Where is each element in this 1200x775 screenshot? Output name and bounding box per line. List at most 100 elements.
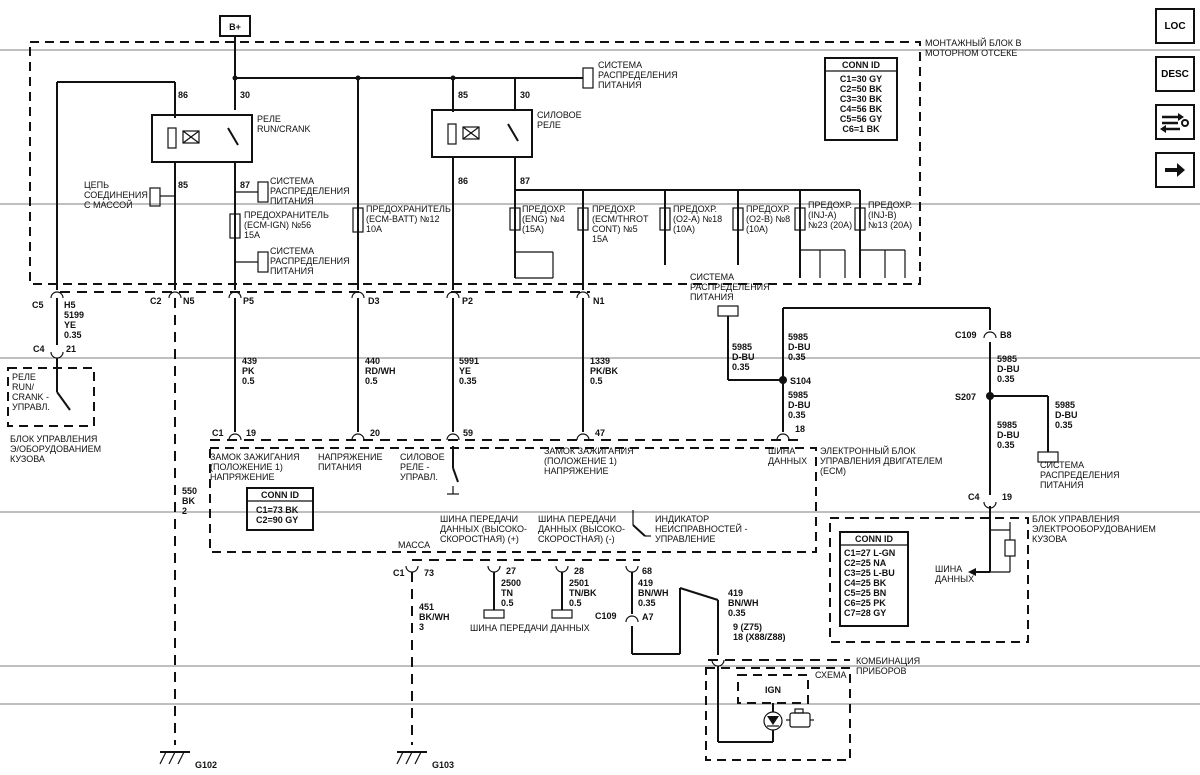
instrument-cluster-box [705,667,851,761]
conn-row: C1=73 BK [256,505,299,515]
ecm-ground-label: МАССА [398,540,430,550]
underhood-conn-id-box [824,57,898,141]
pin-9-z75: 9 (Z75) [733,622,762,632]
bcm-conn-title: CONN ID [855,534,894,544]
ground-g103-icon [396,751,427,765]
ground-g102-label: G102 [195,760,217,770]
data-bus-line-label: ШИНА ПЕРЕДАЧИ ДАННЫХ [470,623,590,633]
conn-row: C2=50 BK [840,84,883,94]
next-button[interactable] [1155,152,1195,188]
conn-c5: C5 [32,300,44,310]
conn-row: C5=56 GY [840,114,882,124]
conn-c4b: C4 [968,492,980,502]
background-rulings [0,49,1200,705]
conn-c1-bottom: C1 [393,568,405,578]
desc-button[interactable]: DESC [1155,56,1195,92]
ign-box [737,674,809,704]
scheme-label: СХЕМА [815,670,847,680]
splice-s207: S207 [955,392,976,402]
ecm-conn-id-box [246,487,314,531]
fuse-injb-label: ПРЕДОХР.(INJ-B)№13 (20A) [868,200,912,230]
pin-label: 30 [520,90,530,100]
ign-voltage-label-2: ЗАМОК ЗАЖИГАНИЯ(ПОЛОЖЕНИЕ 1)НАПРЯЖЕНИЕ [544,446,634,476]
loc-button[interactable]: LOC [1155,8,1195,44]
arrow-right-icon [1165,163,1185,177]
fuse-o2b-label: ПРЕДОХР.(O2-B) №8(10A) [746,204,790,234]
battery-plus-label: B+ [229,22,241,32]
conn-p5: P5 [243,296,254,306]
components-button[interactable] [1155,104,1195,140]
conn-row: C2=25 NA [844,558,887,568]
ign-voltage-label: ЗАМОК ЗАЖИГАНИЯ(ПОЛОЖЕНИЕ 1)НАПРЯЖЕНИЕ [210,452,300,482]
conn-21: 21 [66,344,76,354]
conn-row: C6=25 PK [844,598,886,608]
bcm-relay-box [7,367,95,427]
pin-label: 86 [458,176,468,186]
fuse-o2a-label: ПРЕДОХР.(O2-A) №18(10A) [673,204,722,234]
underhood-conn-title: CONN ID [842,60,881,70]
ecm-connectors [228,433,790,441]
desc-button-label: DESC [1161,68,1189,80]
conn-row: C7=28 GY [844,608,886,618]
engine-icon [786,708,814,728]
conn-c109: C109 [955,330,977,340]
conn-n1: N1 [593,296,605,306]
ground-g103-label: G103 [432,760,454,770]
pin-27: 27 [506,566,516,576]
pin-a7: A7 [642,612,654,622]
pin-label: 87 [520,176,530,186]
pin-47: 47 [595,428,605,438]
conn-h5: H5 [64,300,76,310]
fuse-eng-label: ПРЕДОХР.(ENG) №4(15A) [522,204,566,234]
conn-b8: B8 [1000,330,1012,340]
conn-c2: C2 [150,296,162,306]
pin-label: 30 [240,90,250,100]
pin-label: 86 [178,90,188,100]
conn-row: C5=25 BN [844,588,886,598]
ecm-bottom-connectors [405,565,639,573]
fuse-ecm-batt [352,207,364,233]
power-relay [431,109,533,158]
conn-d3: D3 [368,296,380,306]
ign-label: IGN [765,685,781,695]
conn-row: C4=56 BK [840,104,883,114]
conn-row: C6=1 BK [842,124,880,134]
pin-20: 20 [370,428,380,438]
ground-g102-icon [159,751,190,765]
conn-row: C3=25 L-BU [844,568,895,578]
wrench-connector-icon [1160,113,1189,133]
splice-s104: S104 [790,376,811,386]
pin-18: 18 [795,424,805,434]
pin-label: 85 [458,90,468,100]
conn-c4: C4 [33,344,45,354]
ecm-box [209,447,817,553]
